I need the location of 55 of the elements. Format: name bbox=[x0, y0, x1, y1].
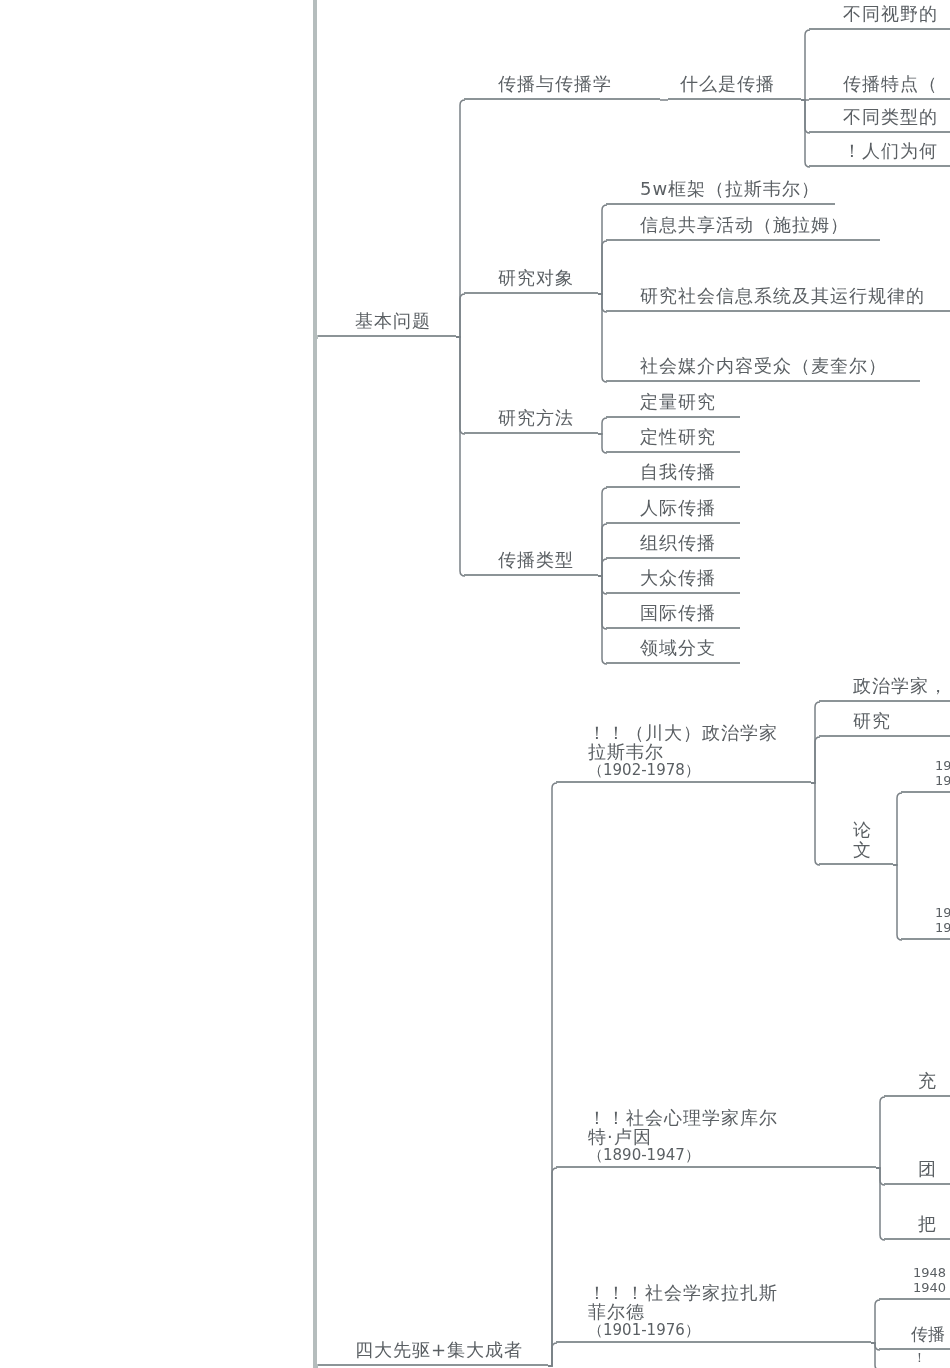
topic-text: 论文 bbox=[853, 820, 871, 860]
topic-node bbox=[318, 1338, 548, 1366]
topic-text: 大众传播 bbox=[640, 568, 716, 589]
topic-text: 定性研究 bbox=[640, 427, 716, 448]
connector-line bbox=[810, 782, 821, 866]
topic-text: 自我传播 bbox=[640, 462, 716, 483]
topic-text: 1948 bbox=[913, 1265, 947, 1280]
topic-text: 领域分支 bbox=[640, 638, 716, 659]
topic-text: ！！！社会学家拉扎斯菲尔德 bbox=[588, 1283, 779, 1322]
topic-text: 1940 bbox=[913, 1280, 947, 1295]
topic-text: 基本问题 bbox=[355, 311, 431, 332]
topic-text: 传播与传播学 bbox=[498, 74, 612, 95]
connector-line bbox=[659, 99, 669, 101]
topic-text: （1901-1976） bbox=[588, 1321, 701, 1338]
connector-line bbox=[892, 864, 903, 941]
topic-text: 19 bbox=[935, 905, 950, 920]
connector-line bbox=[597, 293, 608, 383]
connector-line bbox=[800, 99, 811, 168]
connector-line bbox=[547, 1342, 558, 1367]
topic-text: 什么是传播 bbox=[680, 74, 775, 95]
connector-line bbox=[455, 336, 466, 577]
topic-text: 政治学家， bbox=[853, 676, 948, 697]
topic-text: 研究社会信息系统及其运行规律的 bbox=[640, 286, 925, 307]
topic-text: 定量研究 bbox=[640, 392, 716, 413]
topic-text: 社会媒介内容受众（麦奎尔） bbox=[640, 356, 887, 377]
topic-text: 传播特点（ bbox=[843, 74, 938, 95]
topic-text: 信息共享活动（施拉姆） bbox=[640, 215, 849, 236]
topic-text: 不同视野的 bbox=[843, 4, 938, 25]
topic-text: ！人们为何 bbox=[843, 141, 938, 162]
topic-text: 19 bbox=[935, 920, 950, 935]
topic-text: 5w框架（拉斯韦尔） bbox=[640, 179, 821, 200]
topic-text: 研究方法 bbox=[498, 408, 574, 429]
topic-text: 四大先驱+集大成者 bbox=[355, 1340, 524, 1361]
topic-text: 传播类型 bbox=[498, 550, 574, 571]
topic-text: （1902-1978） bbox=[588, 761, 701, 778]
topic-text: （1890-1947） bbox=[588, 1146, 701, 1163]
topic-text: 团 bbox=[918, 1159, 937, 1180]
topic-text: 组织传播 bbox=[640, 533, 716, 554]
topic-text: 充 bbox=[918, 1071, 937, 1092]
topic-text: 不同类型的 bbox=[843, 107, 938, 128]
connector-line bbox=[597, 575, 608, 665]
topic-text: 人际传播 bbox=[640, 498, 716, 519]
connector-line bbox=[875, 1167, 886, 1241]
topic-text: 国际传播 bbox=[640, 603, 716, 624]
topic-text: 研究 bbox=[853, 711, 891, 732]
topic-text: 19 bbox=[935, 773, 950, 788]
connector-line bbox=[313, 0, 320, 1368]
topic-text: ！ bbox=[913, 1350, 926, 1365]
topic-text: 传播 bbox=[911, 1325, 945, 1345]
topic-text: 研究对象 bbox=[498, 268, 574, 289]
connector-line bbox=[597, 433, 608, 454]
topic-text: 把 bbox=[918, 1214, 937, 1235]
topic-text: ！！社会心理学家库尔特·卢因 bbox=[588, 1108, 779, 1147]
topic-text: 19 bbox=[935, 758, 950, 773]
topic-text: ！！（川大）政治学家拉斯韦尔 bbox=[588, 723, 779, 762]
